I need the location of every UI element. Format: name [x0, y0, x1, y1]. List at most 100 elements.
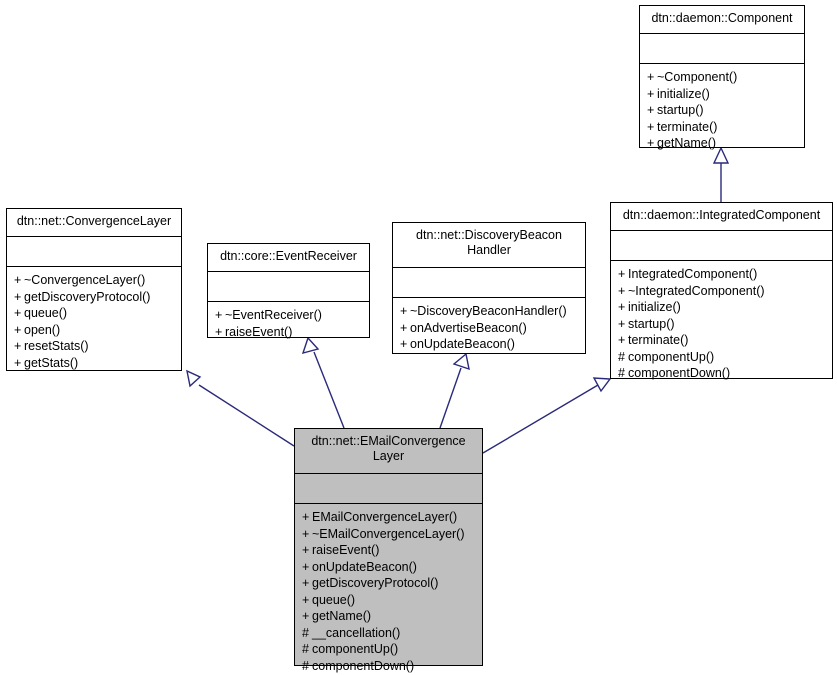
class-operation: +getDiscoveryProtocol() [14, 289, 175, 306]
inheritance-edge-emailconvergencelayer-to-integratedcomponent [482, 377, 612, 454]
class-operations-compartment: +~DiscoveryBeaconHandler()+onAdvertiseBe… [393, 298, 585, 358]
operation-signature: __cancellation() [312, 625, 401, 640]
uml-class-eventreceiver[interactable]: dtn::core::EventReceiver+~EventReceiver(… [207, 243, 370, 339]
operation-signature: ~EventReceiver() [225, 308, 322, 322]
inheritance-arrowhead-icon [592, 377, 612, 393]
uml-class-discoverybeaconhandler[interactable]: dtn::net::DiscoveryBeacon Handler+~Disco… [392, 222, 586, 354]
class-operation: +open() [14, 322, 175, 339]
class-operation: #componentUp() [302, 641, 476, 658]
class-operation: +~IntegratedComponent() [618, 283, 826, 300]
visibility-marker: + [14, 289, 22, 304]
visibility-marker: + [14, 339, 22, 353]
class-operation: #__cancellation() [302, 625, 476, 642]
class-operation: +onUpdateBeacon() [400, 336, 579, 353]
visibility-marker: + [302, 543, 310, 557]
operation-signature: onUpdateBeacon() [312, 559, 417, 574]
operation-signature: ~Component() [657, 70, 738, 84]
class-operation: #componentDown() [618, 365, 826, 382]
operation-signature: getDiscoveryProtocol() [312, 576, 439, 590]
operation-signature: ~EMailConvergenceLayer() [312, 526, 465, 541]
class-operations-compartment: +~Component()+initialize()+startup()+ter… [640, 64, 804, 157]
operation-signature: initialize() [657, 86, 710, 101]
class-operation: +onAdvertiseBeacon() [400, 320, 579, 337]
uml-class-component[interactable]: dtn::daemon::Component+~Component()+init… [639, 5, 805, 150]
operation-signature: IntegratedComponent() [628, 267, 758, 281]
edge-line [439, 367, 462, 429]
class-operation: +~Component() [647, 69, 798, 86]
operation-signature: resetStats() [24, 339, 89, 353]
uml-class-emailconvergencelayer[interactable]: dtn::net::EMailConvergence Layer+EMailCo… [294, 428, 483, 673]
edge-line [482, 384, 599, 454]
visibility-marker: + [647, 119, 655, 134]
class-operation: +~ConvergenceLayer() [14, 272, 175, 289]
visibility-marker: # [618, 349, 625, 364]
class-operation: +getName() [302, 608, 476, 625]
class-operation: +getStats() [14, 355, 175, 372]
uml-class-integratedcomponent[interactable]: dtn::daemon::IntegratedComponent+Integra… [610, 202, 833, 382]
operation-signature: componentDown() [312, 658, 415, 673]
visibility-marker: + [618, 316, 626, 331]
class-operation: +~EMailConvergenceLayer() [302, 526, 476, 543]
class-name: dtn::net::DiscoveryBeacon Handler [393, 223, 585, 268]
class-operation: +startup() [647, 102, 798, 119]
visibility-marker: + [14, 355, 22, 370]
edge-line [198, 384, 295, 447]
visibility-marker: + [14, 273, 22, 287]
class-operation: +getDiscoveryProtocol() [302, 575, 476, 592]
class-name: dtn::daemon::Component [640, 6, 804, 34]
class-attributes-compartment [295, 474, 482, 504]
class-operation: +startup() [618, 316, 826, 333]
class-name: dtn::net::EMailConvergence Layer [295, 429, 482, 474]
visibility-marker: + [302, 526, 310, 541]
visibility-marker: + [215, 324, 223, 339]
class-operation: +getName() [647, 135, 798, 152]
class-attributes-compartment [640, 34, 804, 64]
operation-signature: terminate() [628, 333, 689, 347]
class-operation: +queue() [302, 592, 476, 609]
operation-signature: startup() [628, 316, 675, 331]
visibility-marker: + [618, 267, 626, 281]
visibility-marker: + [302, 609, 310, 623]
class-name: dtn::core::EventReceiver [208, 244, 369, 272]
operation-signature: queue() [24, 306, 68, 320]
inheritance-edge-emailconvergencelayer-to-eventreceiver [301, 336, 345, 429]
visibility-marker: + [14, 322, 22, 337]
operation-signature: queue() [312, 592, 356, 607]
class-operation: +raiseEvent() [302, 542, 476, 559]
class-operations-compartment: +EMailConvergenceLayer()+~EMailConvergen… [295, 504, 482, 675]
class-attributes-compartment [393, 268, 585, 298]
visibility-marker: + [302, 592, 310, 607]
class-operation: +IntegratedComponent() [618, 266, 826, 283]
class-operation: #componentDown() [302, 658, 476, 675]
visibility-marker: + [302, 559, 310, 574]
class-operation: +raiseEvent() [215, 324, 363, 341]
class-operation: #componentUp() [618, 349, 826, 366]
visibility-marker: + [647, 86, 655, 101]
visibility-marker: + [618, 300, 626, 314]
visibility-marker: # [302, 625, 309, 640]
uml-class-convergencelayer[interactable]: dtn::net::ConvergenceLayer+~ConvergenceL… [6, 208, 182, 371]
operation-signature: getDiscoveryProtocol() [24, 289, 151, 304]
class-operation: +~DiscoveryBeaconHandler() [400, 303, 579, 320]
operation-signature: terminate() [657, 119, 718, 134]
visibility-marker: + [400, 304, 408, 318]
inheritance-edge-emailconvergencelayer-to-convergencelayer [186, 369, 295, 447]
operation-signature: getStats() [24, 355, 79, 370]
operation-signature: EMailConvergenceLayer() [312, 510, 458, 524]
class-operation: +EMailConvergenceLayer() [302, 509, 476, 526]
visibility-marker: + [647, 70, 655, 84]
visibility-marker: # [618, 366, 625, 380]
class-attributes-compartment [611, 231, 832, 261]
operation-signature: startup() [657, 103, 704, 117]
class-name: dtn::daemon::IntegratedComponent [611, 203, 832, 231]
class-attributes-compartment [7, 237, 181, 267]
operation-signature: onAdvertiseBeacon() [410, 320, 527, 335]
visibility-marker: + [215, 308, 223, 322]
visibility-marker: + [647, 103, 655, 117]
class-operations-compartment: +~EventReceiver() +raiseEvent() [208, 302, 369, 345]
operation-signature: ~IntegratedComponent() [628, 283, 765, 298]
operation-signature: componentUp() [312, 642, 399, 656]
class-operation: +terminate() [647, 119, 798, 136]
class-operation: +terminate() [618, 332, 826, 349]
